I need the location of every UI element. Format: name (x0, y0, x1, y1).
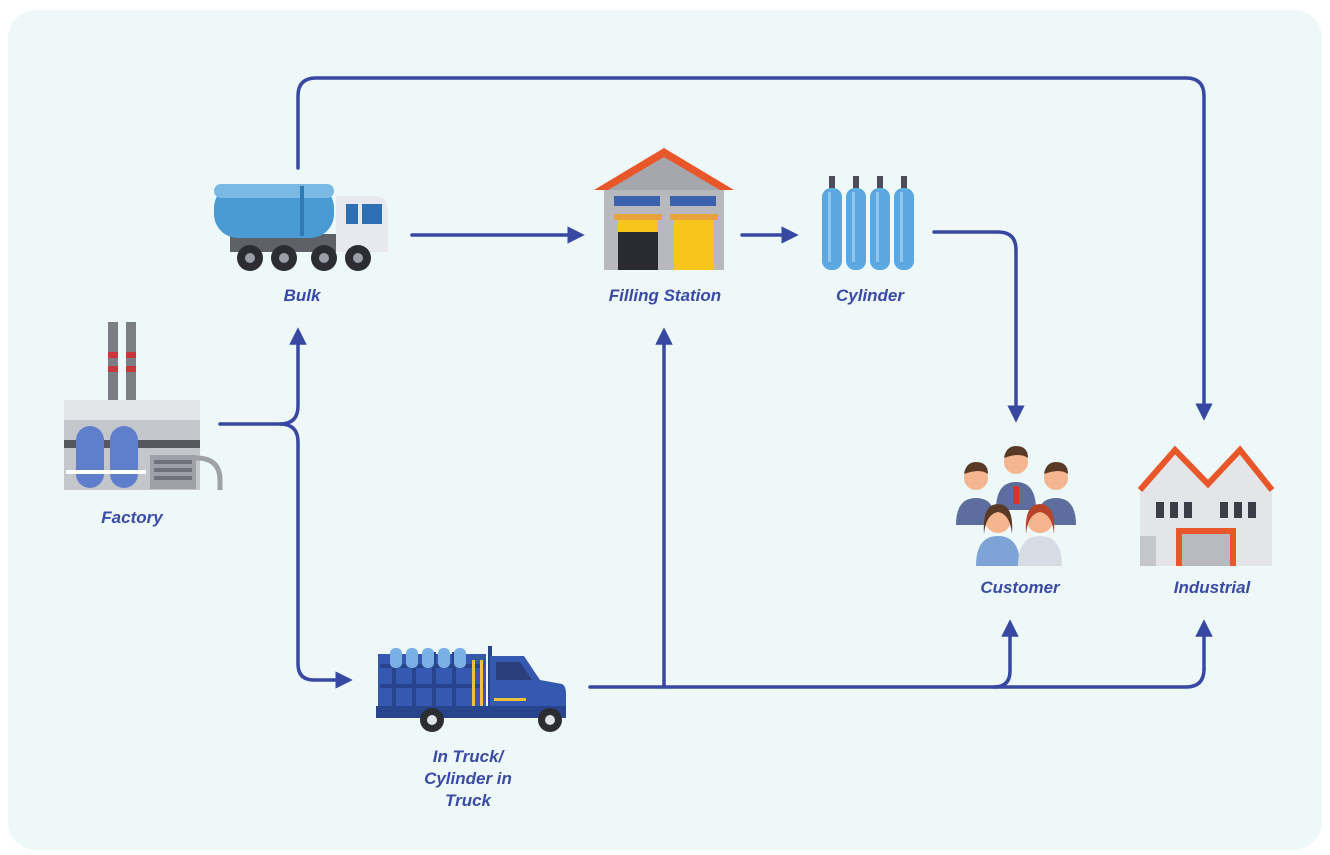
people-group-icon (956, 446, 1076, 566)
cylinder-label: Cylinder (835, 286, 905, 305)
in-truck-label-line-2: Cylinder in (424, 769, 512, 788)
tanker-truck-icon (214, 184, 388, 271)
cylinder-truck-icon (376, 646, 566, 732)
edge-cylinder-to-customer (932, 230, 1025, 423)
warehouse-icon (594, 148, 734, 270)
bulk-label: Bulk (283, 286, 321, 305)
factory-label: Factory (101, 508, 163, 527)
edge-bulk-to-industrial (296, 76, 1213, 421)
filling-station-label: Filling Station (608, 286, 722, 305)
edge-in-truck-main-line (588, 667, 1206, 689)
in-truck-label-line-1: In Truck/ (432, 747, 504, 766)
customer-label: Customer (980, 578, 1060, 597)
industrial-building-icon (1137, 445, 1275, 566)
factory-icon (64, 322, 223, 490)
edge-factory-to-in-truck (278, 422, 353, 689)
in-truck-label-line-3: Truck (445, 791, 491, 810)
gas-cylinders-icon (822, 176, 914, 270)
edge-factory-to-bulk (218, 327, 307, 426)
edge-in-truck-to-customer (992, 619, 1019, 689)
in-truck-label: In Truck/ Cylinder in Truck (400, 746, 536, 812)
industrial-label: Industrial (1173, 578, 1251, 597)
